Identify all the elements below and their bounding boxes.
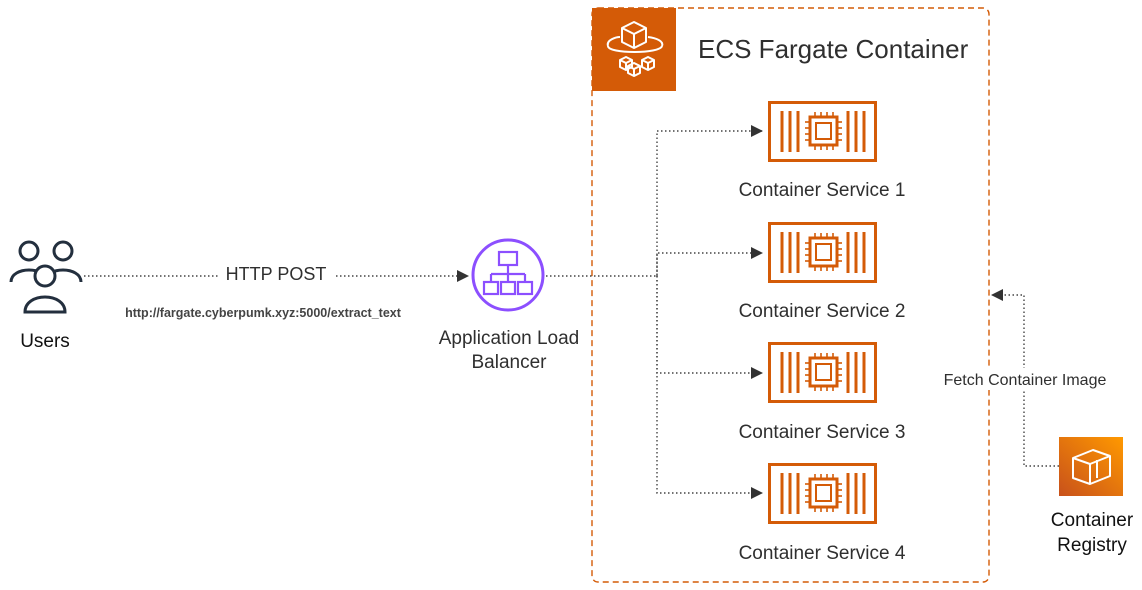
container-service-2: Container Service 2 [739, 222, 906, 322]
container-service-label: Container Service 2 [739, 301, 906, 322]
container-registry-icon [1059, 437, 1123, 496]
container-service-1: Container Service 1 [739, 101, 906, 201]
load-balancer-icon [471, 238, 545, 312]
fetch-image-label: Fetch Container Image [944, 372, 1107, 389]
container-service-3: Container Service 3 [739, 342, 906, 443]
load-balancer-label-line1: Application Load [439, 328, 580, 349]
cluster-title: ECS Fargate Container [698, 34, 969, 64]
http-post-label: HTTP POST [226, 264, 327, 284]
users-icon [9, 240, 83, 314]
users-label: Users [20, 331, 70, 352]
endpoint-url-label: http://fargate.cyberpumk.xyz:5000/extrac… [125, 306, 402, 320]
registry-label-line2: Registry [1057, 535, 1127, 556]
ecs-fargate-cluster-boundary [591, 7, 990, 583]
container-service-label: Container Service 3 [739, 422, 906, 443]
edges-load-balancer-to-services [546, 125, 763, 499]
container-service-label: Container Service 1 [739, 180, 906, 201]
registry-label-line1: Container [1051, 510, 1134, 531]
container-service-4: Container Service 4 [739, 463, 906, 564]
ecs-fargate-icon [592, 8, 676, 91]
load-balancer-label-line2: Balancer [472, 352, 548, 373]
container-service-label: Container Service 4 [739, 543, 906, 564]
